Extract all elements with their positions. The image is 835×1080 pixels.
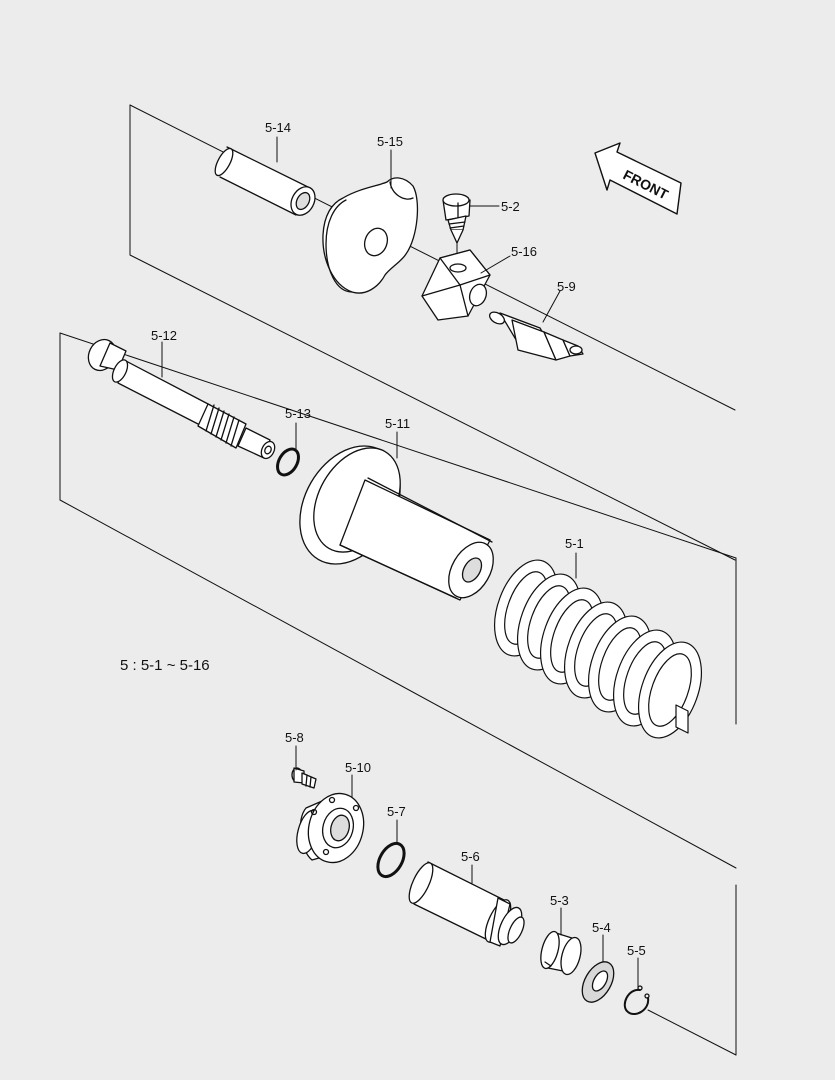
part-5-9-fitting bbox=[488, 311, 584, 361]
part-5-11-bracket bbox=[299, 445, 494, 601]
part-5-12-shaft bbox=[87, 338, 276, 460]
label-5-2: 5-2 bbox=[501, 199, 520, 214]
label-5-10: 5-10 bbox=[345, 760, 371, 775]
front-arrow-icon bbox=[594, 142, 682, 215]
label-5-12: 5-12 bbox=[151, 328, 177, 343]
label-5-13: 5-13 bbox=[285, 406, 311, 421]
part-5-5-snap-ring bbox=[623, 985, 650, 1016]
part-5-1-spring bbox=[494, 559, 702, 739]
part-5-2-bolt bbox=[442, 193, 471, 254]
label-5-5: 5-5 bbox=[627, 943, 646, 958]
label-5-15: 5-15 bbox=[377, 134, 403, 149]
part-5-13-o-ring bbox=[276, 447, 300, 477]
label-5-14: 5-14 bbox=[265, 120, 291, 135]
part-5-8-bolt bbox=[291, 767, 317, 789]
part-5-16-block bbox=[421, 249, 491, 321]
part-5-7-o-ring bbox=[376, 841, 406, 879]
label-5-9: 5-9 bbox=[557, 279, 576, 294]
label-5-6: 5-6 bbox=[461, 849, 480, 864]
label-5-8: 5-8 bbox=[285, 730, 304, 745]
label-5-3: 5-3 bbox=[550, 893, 569, 908]
label-5-4: 5-4 bbox=[592, 920, 611, 935]
group-frame-bottom bbox=[647, 884, 737, 1056]
label-5-11: 5-11 bbox=[385, 416, 410, 431]
part-5-3-bushing bbox=[540, 930, 582, 976]
part-5-10-flange bbox=[296, 792, 365, 864]
part-5-14-sleeve bbox=[214, 146, 316, 216]
part-5-6-piston bbox=[408, 861, 525, 947]
part-5-15-plate bbox=[322, 177, 419, 294]
label-5-1: 5-1 bbox=[565, 536, 584, 551]
label-5-7: 5-7 bbox=[387, 804, 406, 819]
group-frame-middle bbox=[59, 332, 737, 869]
part-5-4-washer bbox=[581, 961, 615, 1003]
assembly-caption: 5 : 5-1 ~ 5-16 bbox=[120, 657, 210, 674]
label-5-16: 5-16 bbox=[511, 244, 537, 259]
leader-lines bbox=[161, 136, 639, 989]
